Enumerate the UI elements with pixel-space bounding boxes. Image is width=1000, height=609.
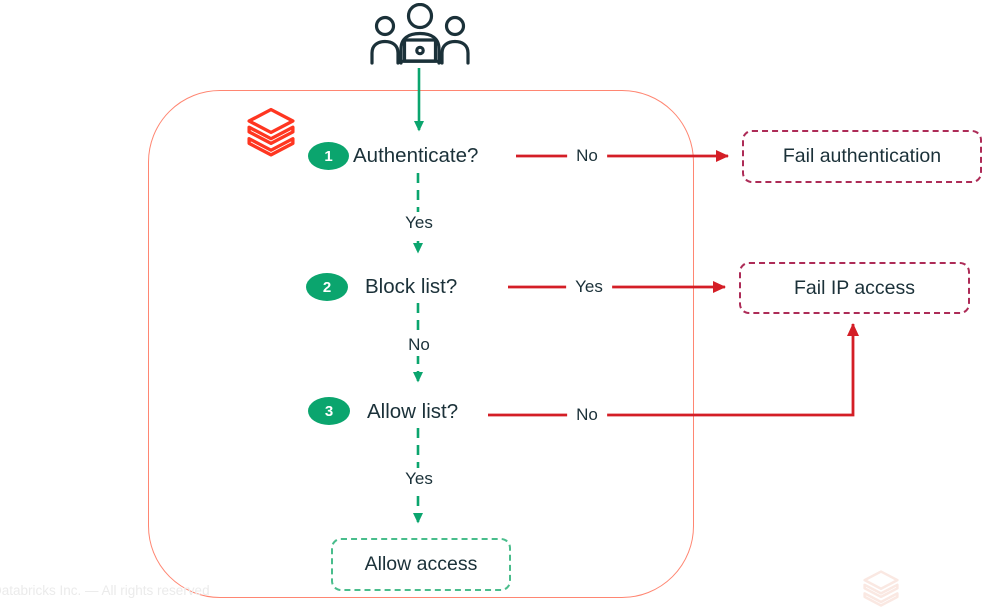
step-label-authenticate: Authenticate? (353, 144, 479, 167)
edge-label-no: No (567, 404, 607, 426)
edge-label-no: No (567, 145, 607, 167)
step-number: 2 (322, 278, 332, 296)
edge-label-no: No (399, 334, 439, 356)
step-badge-2: 2 (306, 273, 348, 301)
step-number: 3 (324, 402, 334, 420)
step-label-block-list: Block list? (365, 275, 458, 298)
step-badge-3: 3 (308, 397, 350, 425)
copyright-watermark: Databricks Inc. — All rights reserved (0, 583, 210, 598)
outcome-label: Allow access (364, 553, 478, 575)
outcome-label: Fail IP access (793, 276, 916, 299)
users-icon (370, 3, 470, 65)
databricks-watermark-icon (863, 570, 899, 607)
outcome-label: Fail authentication (782, 145, 942, 167)
step-badge-1: 1 (308, 142, 349, 170)
edge-label-yes: Yes (396, 468, 442, 490)
outcome-allow-access: Allow access (331, 538, 511, 591)
step-number: 1 (324, 147, 333, 165)
step-label-allow-list: Allow list? (367, 400, 459, 423)
outcome-fail-ip-access: Fail IP access (739, 262, 970, 314)
edge-label-yes: Yes (396, 212, 442, 234)
databricks-logo-icon (247, 107, 295, 157)
outcome-fail-authentication: Fail authentication (742, 130, 982, 183)
edge-label-yes: Yes (566, 276, 612, 298)
